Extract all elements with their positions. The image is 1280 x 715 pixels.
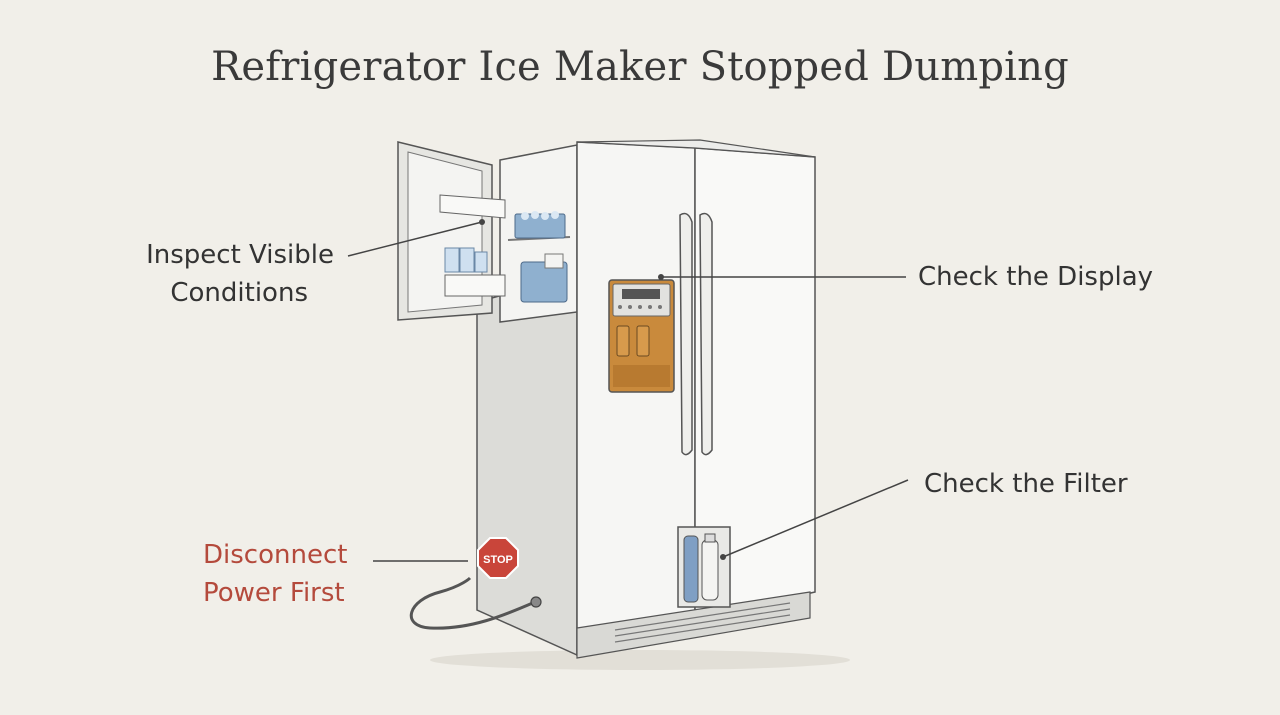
dispenser-panel xyxy=(608,279,675,393)
leader-dots xyxy=(479,219,726,560)
filter-compartment xyxy=(677,526,731,608)
stop-sign: STOP xyxy=(477,537,519,579)
stop-sign-text: STOP xyxy=(483,554,513,566)
freezer-interior xyxy=(507,211,571,303)
label-check-display: Check the Display xyxy=(918,262,1154,292)
label-inspect-visible-conditions: Inspect Visible Conditions xyxy=(146,240,334,308)
power-cord xyxy=(409,576,536,630)
floor-shadow xyxy=(430,650,850,670)
power-plug xyxy=(530,596,542,608)
label-check-filter: Check the Filter xyxy=(924,469,1128,499)
door-handles xyxy=(679,212,713,456)
grille-slats xyxy=(614,602,791,643)
fridge-top xyxy=(576,139,816,158)
leader-lines xyxy=(347,221,909,562)
open-freezer-door xyxy=(397,141,506,321)
diagram-title: Refrigerator Ice Maker Stopped Dumping xyxy=(211,44,1069,90)
label-disconnect-power: Disconnect Power First xyxy=(203,540,348,608)
fridge-side-panel xyxy=(476,274,578,657)
